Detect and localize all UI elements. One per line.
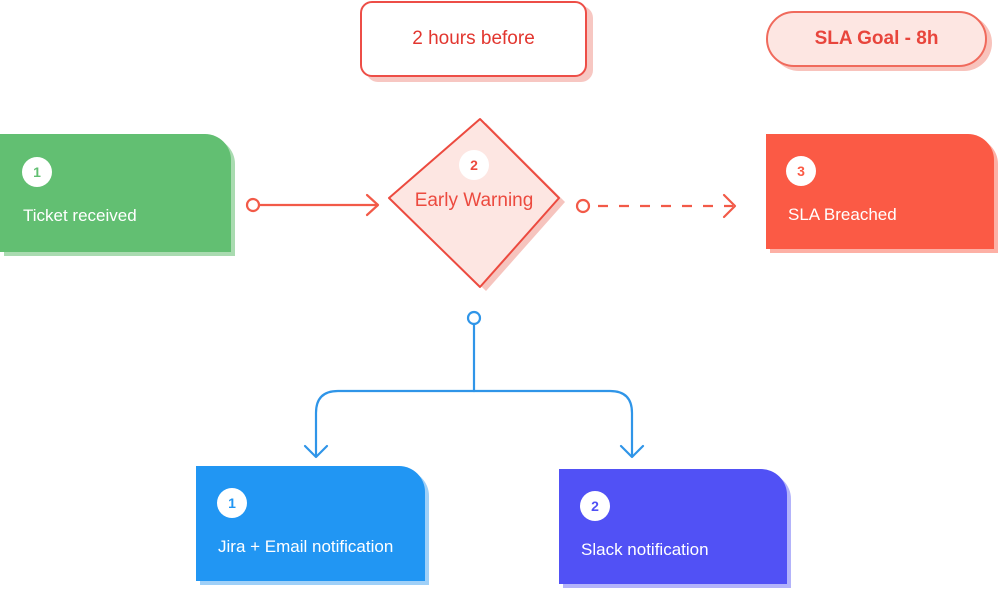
sla-goal-pill: SLA Goal - 8h <box>766 11 987 67</box>
step-card-ticket-received: 1 Ticket received <box>0 134 231 252</box>
notification-branch-connector <box>303 310 645 459</box>
step-badge: 3 <box>786 156 816 186</box>
timing-label-box: 2 hours before <box>360 1 587 77</box>
step-label: SLA Breached <box>788 205 897 224</box>
notification-card-jira-email: 1 Jira + Email notification <box>196 466 425 581</box>
step-badge: 1 <box>22 157 52 187</box>
notification-label: Slack notification <box>581 540 709 559</box>
arrow-received-to-warning <box>245 193 380 217</box>
notification-label: Jira + Email notification <box>218 537 394 556</box>
sla-goal-label: SLA Goal - 8h <box>814 28 939 49</box>
step-label: Ticket received <box>23 206 137 225</box>
early-warning-diamond <box>388 118 565 291</box>
arrow-warning-to-breached <box>575 193 737 219</box>
step-badge: 2 <box>459 150 489 180</box>
notification-badge: 1 <box>217 488 247 518</box>
notification-badge: 2 <box>580 491 610 521</box>
step-label-early-warning: Early Warning <box>414 190 534 211</box>
step-card-sla-breached: 3 SLA Breached <box>766 134 994 249</box>
notification-card-slack: 2 Slack notification <box>559 469 787 584</box>
timing-label: 2 hours before <box>412 28 535 49</box>
